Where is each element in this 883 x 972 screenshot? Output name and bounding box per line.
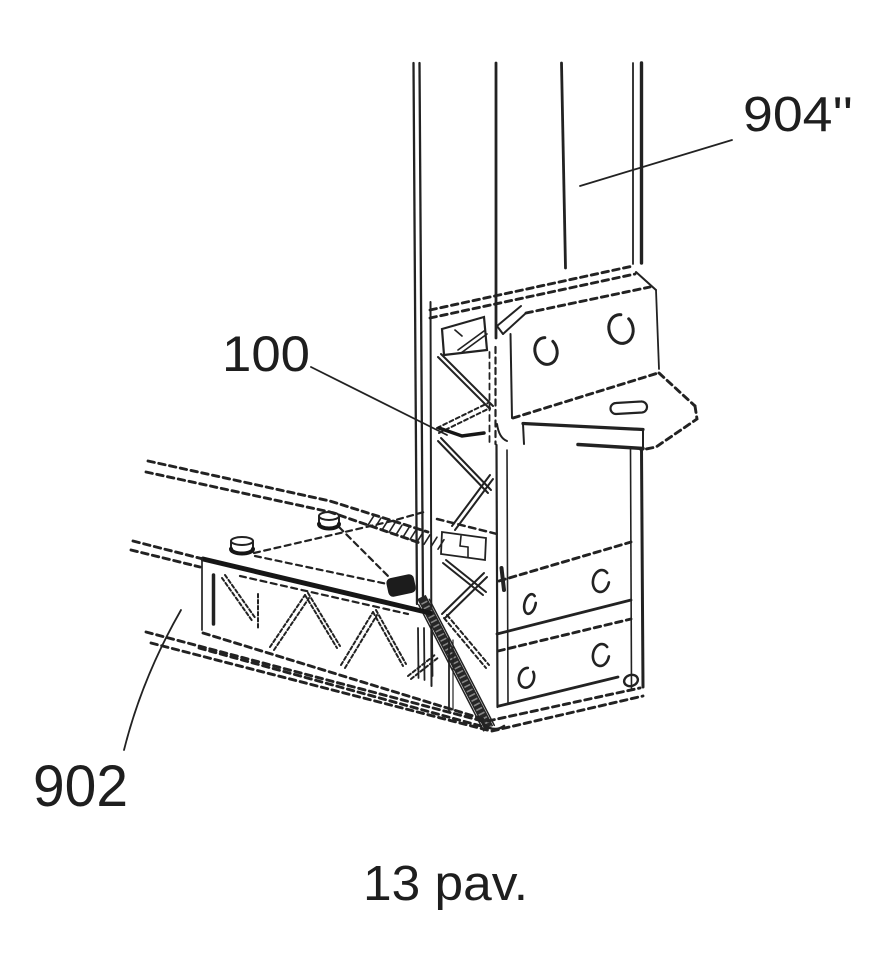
svg-text:13 pav.: 13 pav. xyxy=(363,857,528,911)
svg-text:100: 100 xyxy=(222,326,310,382)
svg-text:904'': 904'' xyxy=(743,88,853,142)
svg-text:902: 902 xyxy=(33,754,128,819)
